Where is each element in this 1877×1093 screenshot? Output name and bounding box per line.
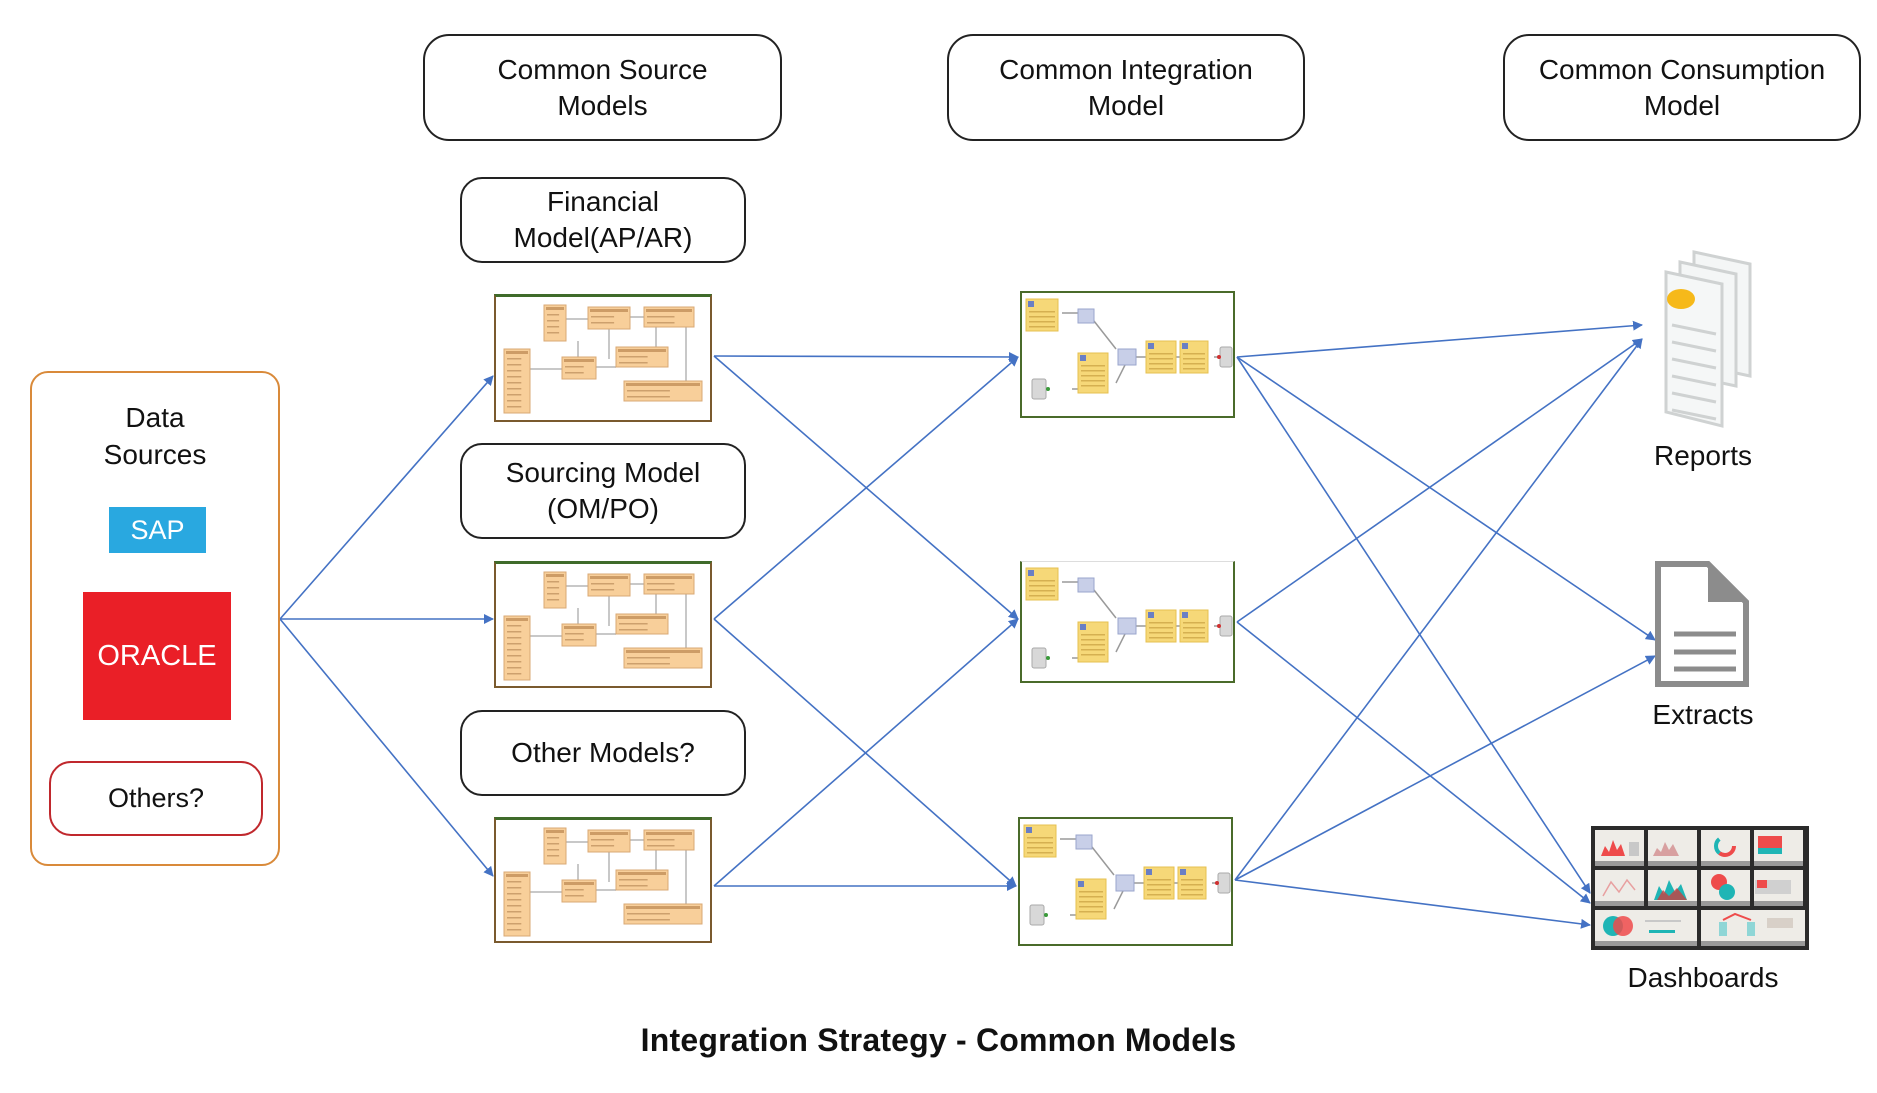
arrow-int1-to-dashboards — [1236, 356, 1591, 894]
reports-icon — [1638, 246, 1758, 436]
arrow-int3-to-reports — [1234, 338, 1643, 881]
others-source: Others? — [49, 761, 263, 836]
arrow-source-to-model-1 — [279, 375, 494, 620]
arrow-int3-to-dashboards — [1234, 879, 1591, 929]
diagram-title: Integration Strategy - Common Models — [640, 1022, 1237, 1058]
extracts-label: Extracts — [1652, 699, 1754, 730]
arrow-int2-to-reports — [1236, 338, 1643, 623]
integration-model-diagram-3 — [1018, 817, 1233, 946]
financial-model-label: Financial Model(AP/AR) — [460, 177, 746, 263]
header-common-source-models: Common Source Models — [423, 34, 782, 141]
dashboards-label: Dashboards — [1627, 962, 1779, 993]
arrow-sourcing-to-int1 — [713, 356, 1019, 620]
other-models-diagram — [494, 817, 712, 943]
other-models-label: Other Models? — [460, 710, 746, 796]
integration-model-diagram-1 — [1020, 291, 1235, 418]
dashboard-icon — [1591, 826, 1809, 950]
sourcing-model-diagram — [494, 561, 712, 688]
arrow-financial-to-int1 — [713, 351, 1019, 362]
arrow-int3-to-extracts — [1234, 655, 1656, 881]
financial-model-diagram — [494, 294, 712, 422]
arrow-other-to-int2 — [713, 618, 1019, 887]
reports-label: Reports — [1653, 440, 1753, 471]
arrow-int2-to-dashboards — [1236, 621, 1591, 904]
arrow-source-to-model-3 — [279, 618, 494, 877]
arrow-int1-to-extracts — [1236, 356, 1656, 641]
sourcing-model-label: Sourcing Model (OM/PO) — [460, 443, 746, 539]
data-sources-panel: Data Sources SAP ORACLE Others? — [30, 371, 280, 866]
header-common-integration-model: Common Integration Model — [947, 34, 1305, 141]
integration-model-diagram-2 — [1020, 561, 1235, 683]
arrow-int1-to-reports — [1236, 320, 1643, 358]
oracle-logo: ORACLE — [83, 592, 231, 720]
data-sources-title: Data Sources — [103, 402, 207, 470]
sap-logo: SAP — [109, 507, 206, 553]
document-icon — [1652, 558, 1752, 690]
header-common-consumption-model: Common Consumption Model — [1503, 34, 1861, 141]
